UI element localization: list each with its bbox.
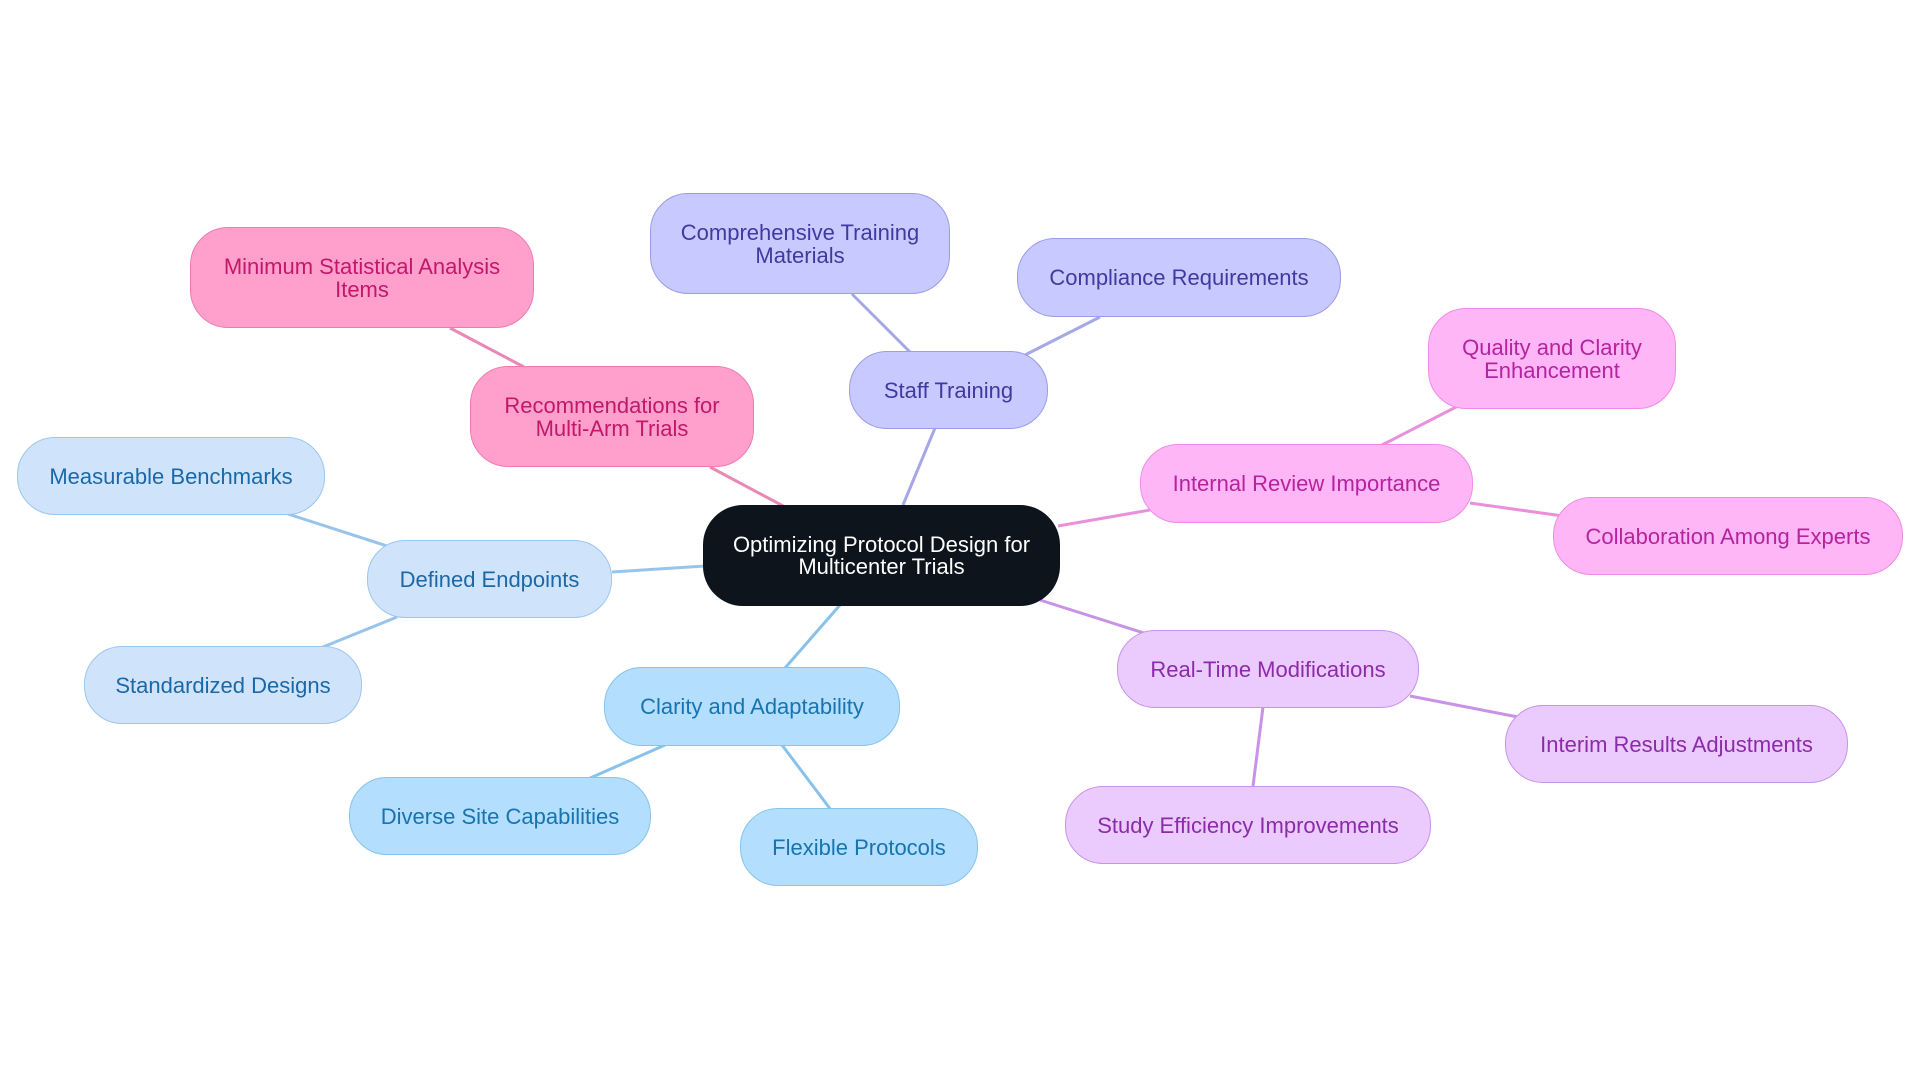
leaf-label: Flexible Protocols — [772, 834, 946, 860]
leaf-compliance-requirements: Compliance Requirements — [1017, 238, 1341, 317]
branch-label: Recommendations for Multi-Arm Trials — [504, 392, 720, 441]
leaf-diverse-site-capabilities: Diverse Site Capabilities — [349, 777, 651, 855]
edge-root-multiarm — [709, 465, 786, 509]
branch-defined-endpoints: Defined Endpoints — [367, 540, 612, 618]
leaf-label: Compliance Requirements — [1049, 265, 1309, 290]
edge-endpoints-measurable — [287, 512, 388, 548]
edge-clarity-diverse — [587, 743, 666, 781]
edge-root-internal — [1057, 508, 1151, 528]
leaf-label: Standardized Designs — [115, 672, 331, 698]
branch-staff-training: Staff Training — [849, 351, 1048, 429]
branch-label: Staff Training — [883, 377, 1014, 403]
edge-internal-quality — [1379, 404, 1459, 448]
leaf-quality-clarity-enhancement: Quality and Clarity Enhancement — [1428, 308, 1676, 409]
leaf-label: Study Efficiency Improvements — [1097, 812, 1399, 838]
branch-internal-review-importance: Internal Review Importance — [1140, 444, 1473, 523]
leaf-interim-results-adjustments: Interim Results Adjustments — [1505, 705, 1848, 783]
edge-clarity-flexible — [780, 744, 833, 811]
edge-endpoints-standardized — [317, 615, 398, 651]
branch-label: Real-Time Modifications — [1150, 656, 1386, 682]
leaf-standardized-designs: Standardized Designs — [84, 646, 362, 724]
root-label: Optimizing Protocol Design for Multicent… — [732, 531, 1031, 579]
branch-label: Clarity and Adaptability — [640, 694, 864, 719]
leaf-collaboration-among-experts: Collaboration Among Experts — [1553, 497, 1903, 575]
edge-realtime-interim — [1409, 694, 1519, 719]
branch-recommendations-multi-arm: Recommendations for Multi-Arm Trials — [470, 366, 754, 467]
edge-staff-compliance — [1024, 315, 1101, 357]
leaf-minimum-statistical-analysis-items: Minimum Statistical Analysis Items — [190, 227, 534, 328]
leaf-label: Quality and Clarity Enhancement — [1462, 334, 1642, 383]
branch-label: Defined Endpoints — [399, 566, 580, 592]
leaf-study-efficiency-improvements: Study Efficiency Improvements — [1065, 786, 1431, 864]
leaf-label: Collaboration Among Experts — [1585, 523, 1871, 549]
edge-root-staff — [901, 427, 937, 506]
edge-root-endpoints — [611, 564, 706, 574]
leaf-label: Interim Results Adjustments — [1540, 731, 1813, 757]
leaf-label: Measurable Benchmarks — [49, 463, 293, 489]
leaf-comprehensive-training-materials: Comprehensive Training Materials — [650, 193, 950, 294]
edge-multiarm-min-stat — [449, 326, 525, 369]
leaf-label: Minimum Statistical Analysis Items — [223, 253, 501, 302]
leaf-measurable-benchmarks: Measurable Benchmarks — [17, 437, 325, 515]
edge-root-clarity — [783, 604, 842, 669]
edge-realtime-efficiency — [1251, 706, 1265, 787]
leaf-label: Diverse Site Capabilities — [380, 803, 620, 829]
edge-internal-collab — [1469, 501, 1564, 518]
branch-label: Internal Review Importance — [1172, 471, 1441, 496]
branch-real-time-modifications: Real-Time Modifications — [1117, 630, 1419, 708]
branch-clarity-adaptability: Clarity and Adaptability — [604, 667, 900, 746]
leaf-label: Comprehensive Training Materials — [680, 219, 920, 268]
edge-root-realtime — [1039, 598, 1148, 636]
root-node: Optimizing Protocol Design for Multicent… — [703, 505, 1060, 606]
leaf-flexible-protocols: Flexible Protocols — [740, 808, 978, 886]
edge-staff-comp-training — [850, 292, 912, 354]
